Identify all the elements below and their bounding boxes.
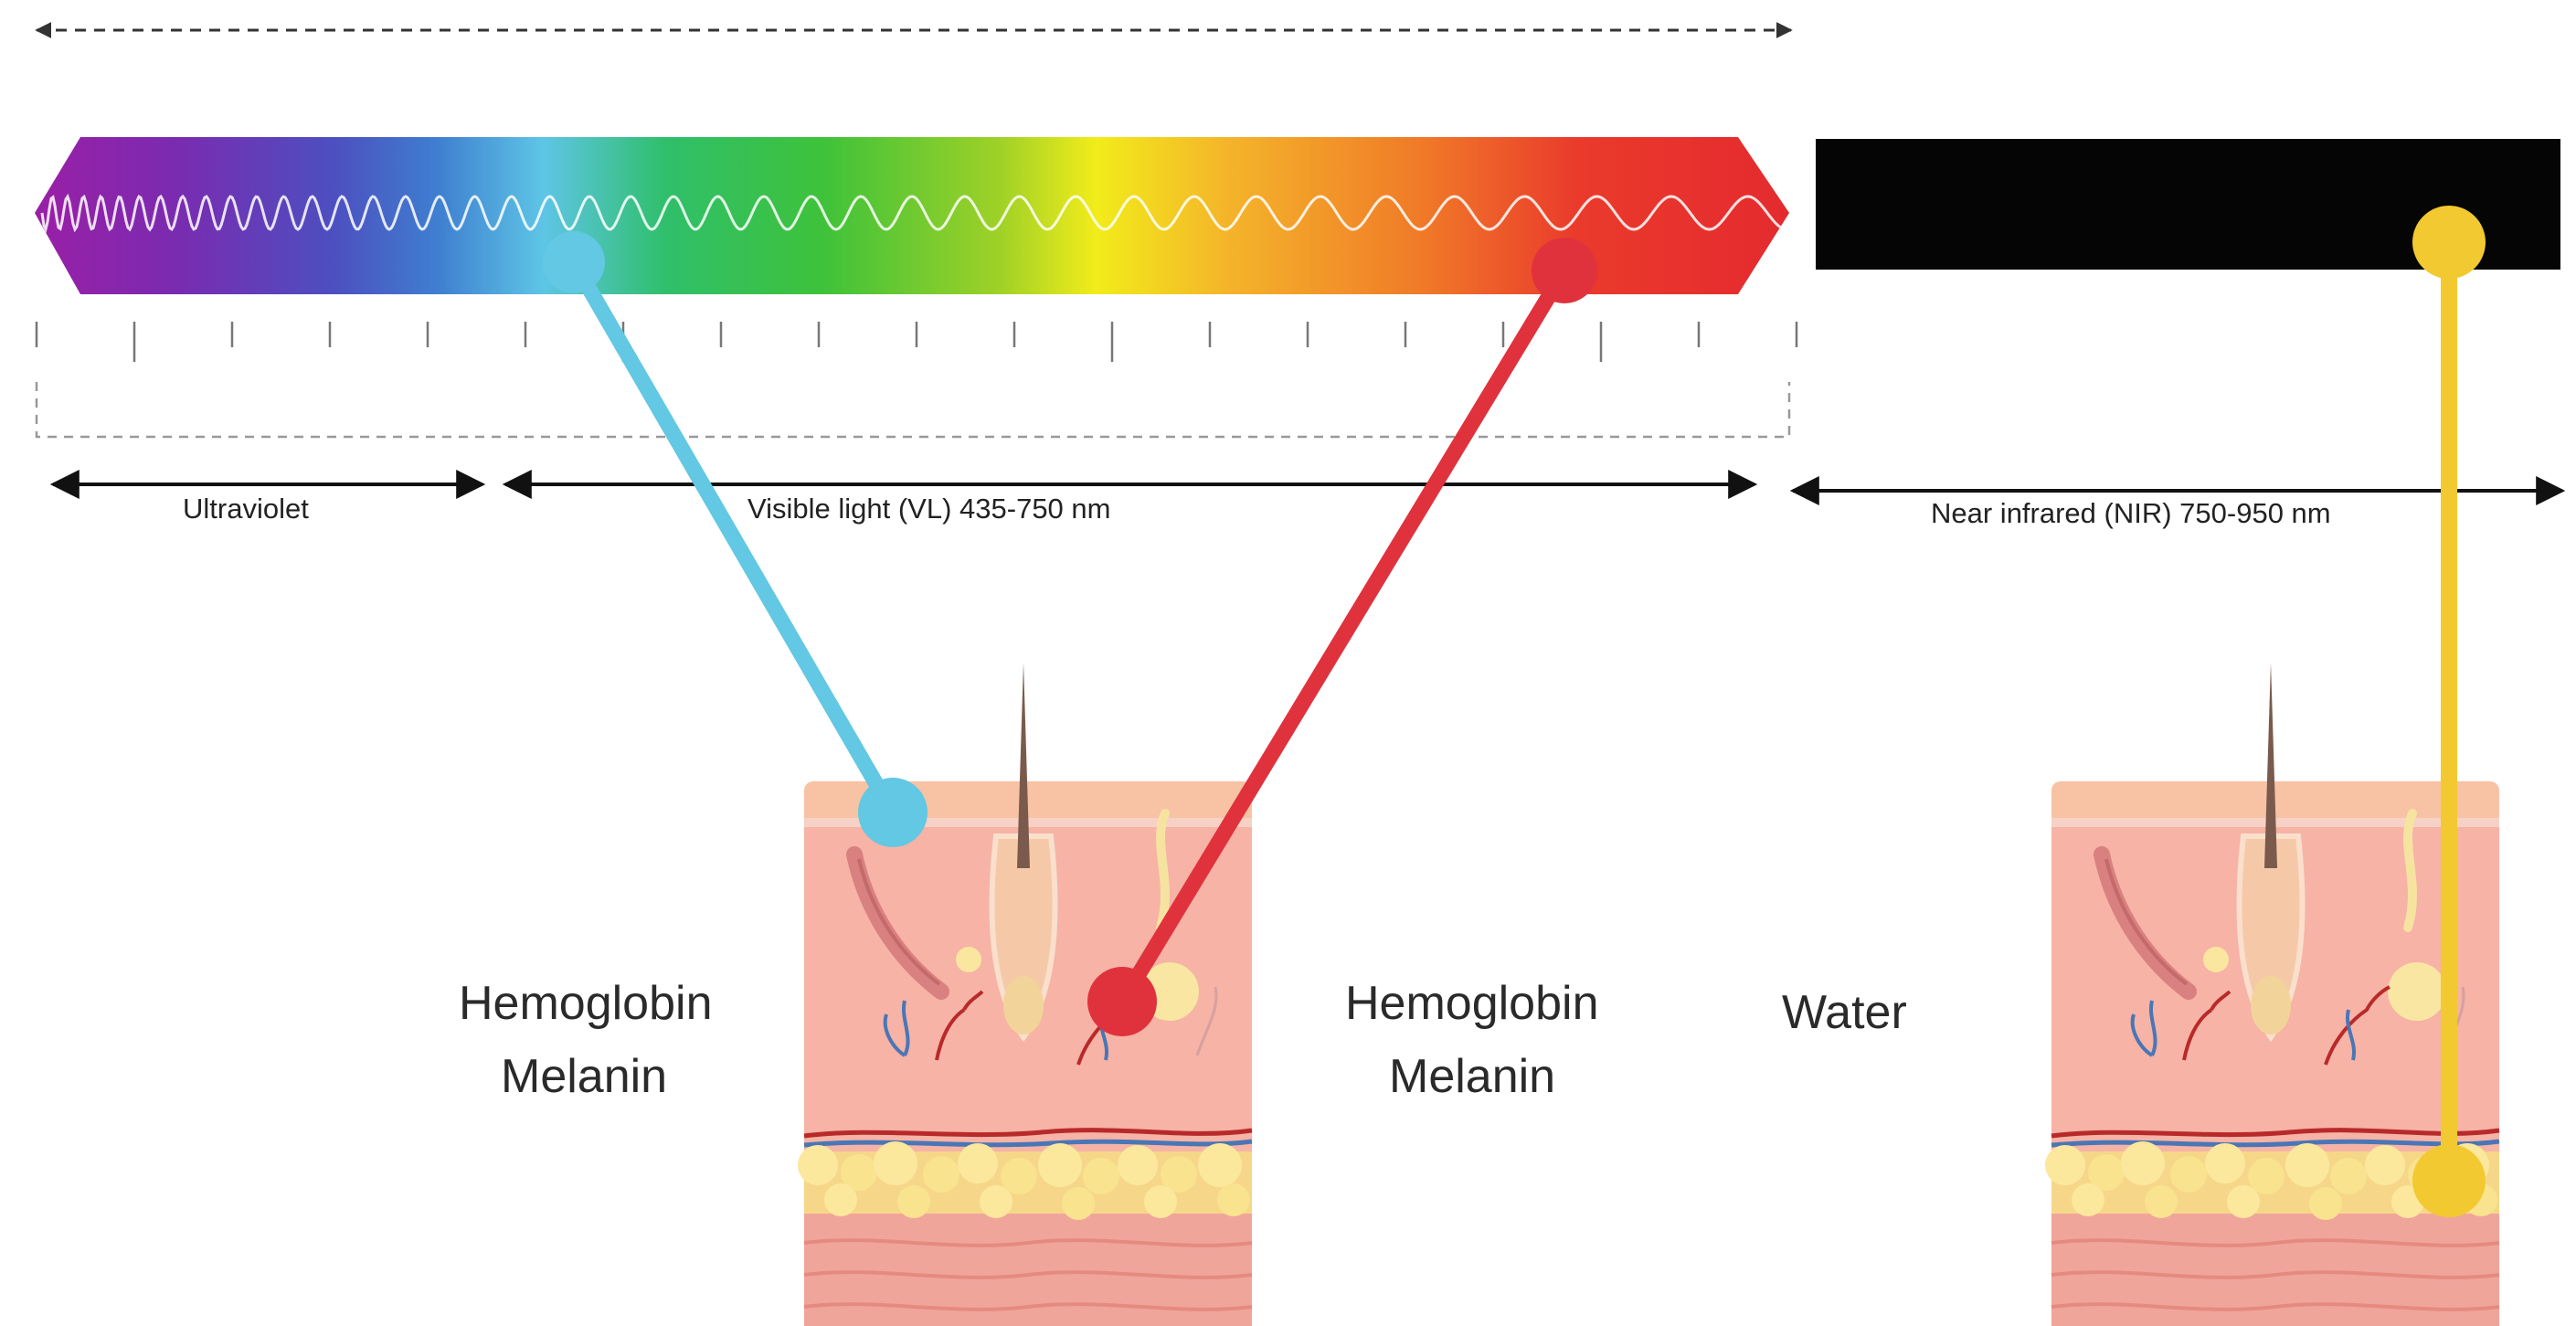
visible-light-label: Visible light (VL) 435-750 nm: [747, 493, 1110, 525]
absorber-middle-line1: Hemoglobin: [1345, 977, 1599, 1030]
absorber-right-line1: Water: [1782, 986, 1907, 1039]
skin-cross-section-icon: [2045, 663, 2499, 1326]
nir-label: Near infrared (NIR) 750-950 nm: [1931, 497, 2331, 529]
spectrum-band: [35, 137, 1789, 294]
dashed-bracket: [37, 382, 1789, 437]
absorber-left-line2: Melanin: [501, 1050, 667, 1103]
ultraviolet-label: Ultraviolet: [183, 493, 309, 525]
blue-light-penetration: [543, 231, 928, 847]
absorber-left-line1: Hemoglobin: [459, 977, 713, 1030]
absorber-middle-line2: Melanin: [1389, 1050, 1555, 1103]
